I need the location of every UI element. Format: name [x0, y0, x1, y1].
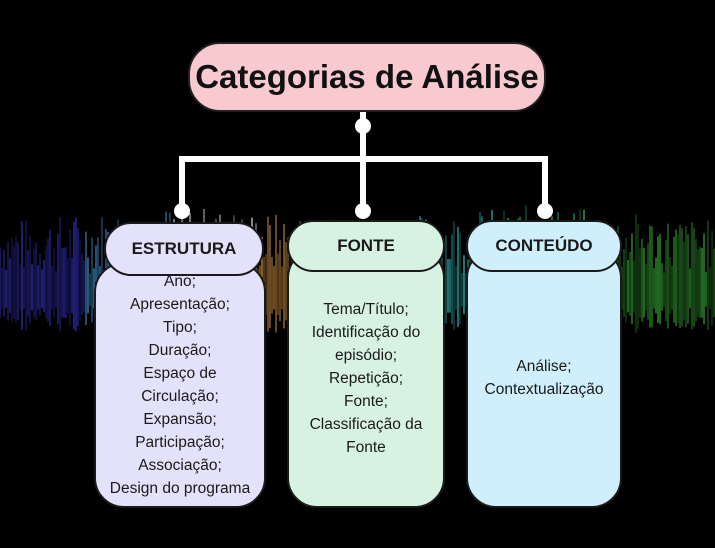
fonte-item: Repetição; — [328, 369, 404, 387]
fonte-body: Tema/Título; Identificação do episódio; … — [287, 248, 445, 508]
estrutura-item: Ano; — [164, 273, 196, 290]
estrutura-item: Espaço de — [143, 365, 217, 382]
estrutura-item: Circulação; — [141, 388, 219, 405]
estrutura-item: Tipo; — [163, 319, 197, 336]
conteudo-item: Análise; — [516, 358, 572, 375]
connector-middle-vertical — [360, 156, 366, 210]
fonte-heading: FONTE — [337, 236, 395, 255]
estrutura-item: Expansão; — [143, 411, 217, 428]
estrutura-item: Design do programa — [109, 480, 251, 497]
fonte-item: Fonte; — [344, 392, 388, 410]
connector-left-vertical — [179, 156, 185, 210]
connector-dot-left — [174, 203, 190, 219]
conteudo-heading-box: CONTEÚDO — [466, 220, 622, 272]
diagram-title: Categorias de Análise — [195, 58, 539, 95]
connector-dot-top — [355, 118, 371, 134]
connector-dot-middle — [355, 203, 371, 219]
fonte-item: Tema/Título; — [323, 300, 409, 318]
conteudo-body: Análise; Contextualização — [466, 248, 622, 508]
estrutura-body: Ano; Apresentação; Tipo; Duração; Espaço… — [94, 262, 266, 508]
conteudo-item: Contextualização — [484, 381, 604, 398]
estrutura-item: Associação; — [138, 457, 222, 474]
estrutura-heading-box: ESTRUTURA — [104, 222, 264, 276]
connector-right-vertical — [542, 156, 548, 210]
estrutura-item: Participação; — [135, 434, 225, 451]
estrutura-heading: ESTRUTURA — [131, 239, 237, 258]
fonte-heading-box: FONTE — [287, 220, 445, 272]
fonte-item: Fonte — [346, 438, 386, 456]
connector-top-vertical — [360, 112, 366, 160]
estrutura-item: Apresentação; — [130, 296, 230, 313]
fonte-item: Identificação do — [311, 323, 421, 341]
connector-dot-right — [537, 203, 553, 219]
fonte-item: Classificação da — [309, 415, 423, 433]
title-box: Categorias de Análise — [188, 42, 546, 112]
estrutura-item: Duração; — [148, 342, 212, 359]
conteudo-heading: CONTEÚDO — [495, 236, 593, 255]
fonte-item: episódio; — [334, 346, 398, 364]
